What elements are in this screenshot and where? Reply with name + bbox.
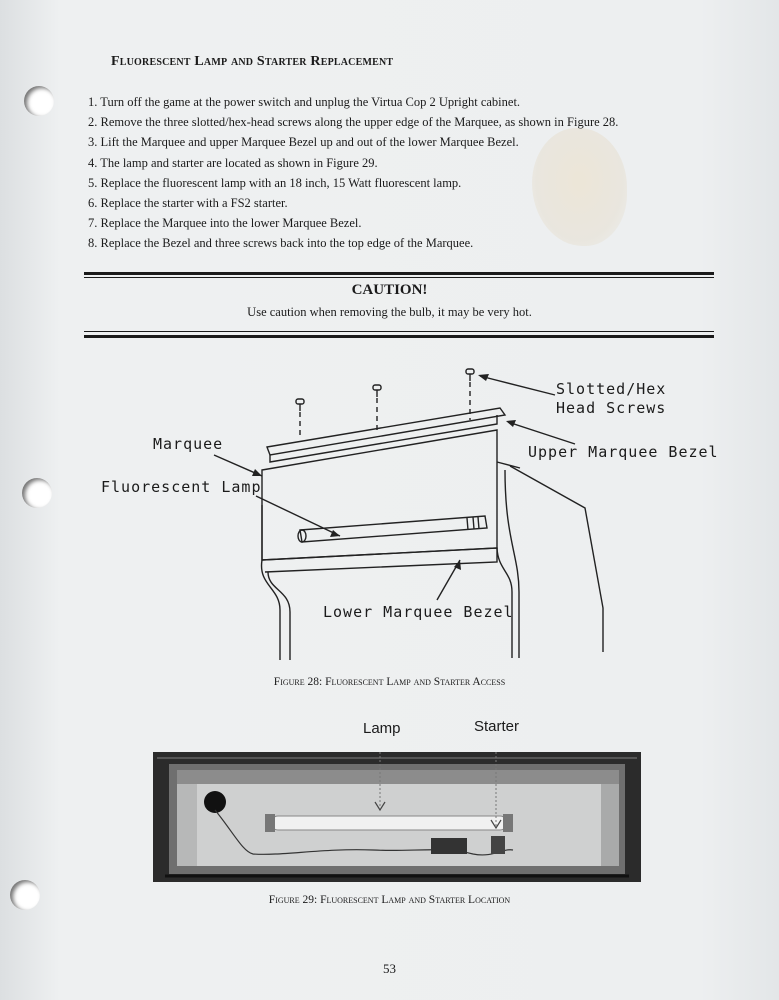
binder-hole-top bbox=[24, 86, 54, 116]
caution-top-rule-thick bbox=[84, 272, 714, 275]
label-upper-bezel: Upper Marquee Bezel bbox=[528, 443, 719, 461]
label-photo-starter: Starter bbox=[474, 718, 520, 735]
binder-hole-middle bbox=[22, 478, 52, 508]
step-item: 3. Lift the Marquee and upper Marquee Be… bbox=[88, 135, 519, 150]
label-marquee: Marquee bbox=[153, 435, 224, 453]
step-item: 2. Remove the three slotted/hex-head scr… bbox=[88, 115, 619, 130]
paper-stain bbox=[532, 128, 627, 246]
instruction-steps: 1. Turn off the game at the power switch… bbox=[88, 92, 618, 254]
caution-text: Use caution when removing the bulb, it m… bbox=[247, 305, 532, 319]
binder-hole-bottom bbox=[10, 880, 40, 910]
screw-icon bbox=[295, 398, 305, 411]
step-item: 5. Replace the fluorescent lamp with an … bbox=[88, 175, 462, 190]
step-item: 7. Replace the Marquee into the lower Ma… bbox=[88, 216, 362, 231]
caution-bottom-rule-thin bbox=[84, 331, 714, 332]
caution-top-rule-thin bbox=[84, 277, 714, 278]
caution-bottom-rule-thick bbox=[84, 335, 714, 338]
label-screws: Slotted/Hex bbox=[556, 380, 667, 398]
step-item: 8. Replace the Bezel and three screws ba… bbox=[88, 236, 474, 251]
step-item: 1. Turn off the game at the power switch… bbox=[88, 95, 521, 109]
caution-title: CAUTION! bbox=[351, 282, 428, 298]
section-heading: Fluorescent Lamp and Starter Replacement bbox=[111, 54, 394, 69]
screw-icon bbox=[372, 384, 382, 397]
label-screws-2: Head Screws bbox=[556, 399, 667, 417]
screw-icon bbox=[465, 368, 475, 381]
page-number: 53 bbox=[383, 961, 396, 976]
figure-28-diagram bbox=[213, 368, 604, 660]
label-photo-lamp: Lamp bbox=[363, 720, 401, 737]
step-item: 6. Replace the starter with a FS2 starte… bbox=[88, 196, 288, 211]
figure-29-photo bbox=[153, 752, 641, 882]
step-item: 4. The lamp and starter are located as s… bbox=[88, 155, 378, 170]
figure-29-caption: Figure 29: Fluorescent Lamp and Starter … bbox=[268, 894, 511, 906]
label-lower-bezel: Lower Marquee Bezel bbox=[323, 603, 514, 621]
label-fluorescent-lamp: Fluorescent Lamp bbox=[101, 478, 262, 496]
figure-28-caption: Figure 28: Fluorescent Lamp and Starter … bbox=[273, 676, 506, 688]
